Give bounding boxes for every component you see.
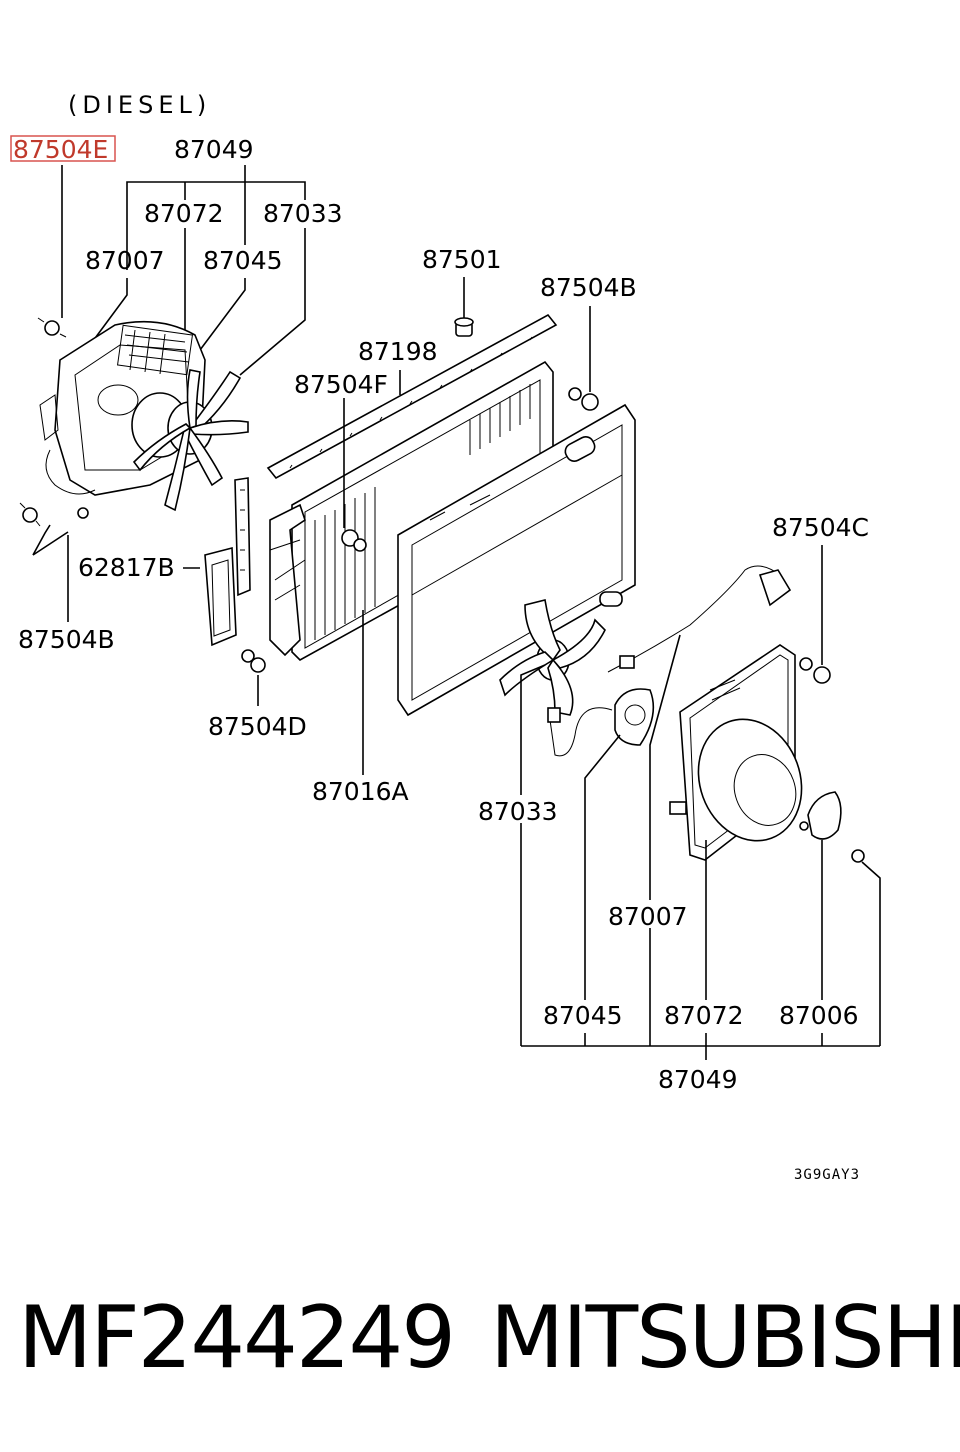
footer: MF244249 MITSUBISHI xyxy=(18,1288,960,1398)
callout-top-shroud[interactable]: 87072 xyxy=(144,199,224,228)
bolt-87504D-drawing xyxy=(241,649,266,673)
bottom-group-bracket xyxy=(521,1033,880,1060)
selected-part-frame xyxy=(10,135,116,162)
brand-name: MITSUBISHI xyxy=(490,1288,960,1388)
callout-lower-bolt[interactable]: 87504D xyxy=(208,712,307,741)
callout-selected-87504E[interactable]: 87504E xyxy=(13,135,108,164)
bracket-drawing xyxy=(204,477,251,647)
cap-drawing xyxy=(454,317,474,337)
leader-left-bolt-b xyxy=(32,531,69,556)
part-number: MF244249 xyxy=(18,1288,456,1388)
callout-bracket[interactable]: 62817B xyxy=(78,553,175,582)
callout-top-group[interactable]: 87049 xyxy=(174,135,254,164)
resistor-drawing xyxy=(799,791,865,863)
seal-drawing xyxy=(266,313,558,480)
lower-shroud-drawing xyxy=(669,644,803,861)
callout-condenser-bolt[interactable]: 87504F xyxy=(294,370,388,399)
callout-top-bolt-right[interactable]: 87504B xyxy=(540,273,637,302)
lower-leaders xyxy=(520,634,881,1046)
callout-right-bolt[interactable]: 87504C xyxy=(772,513,869,542)
radiator-drawing xyxy=(397,403,636,717)
leader-left-bolt-a xyxy=(32,524,51,556)
condenser-drawing xyxy=(269,360,554,661)
callout-top-motor[interactable]: 87045 xyxy=(203,246,283,275)
callout-motor-assy[interactable]: 87007 xyxy=(608,902,688,931)
callout-bottom-group[interactable]: 87049 xyxy=(658,1065,738,1094)
motor-drawing xyxy=(547,688,655,757)
callout-condenser[interactable]: 87016A xyxy=(312,777,409,806)
bolt-87504B-top-drawing xyxy=(568,387,599,411)
diesel-header: (DIESEL) xyxy=(68,91,211,119)
callout-cap[interactable]: 87501 xyxy=(422,245,502,274)
top-leaders xyxy=(89,228,306,376)
harness-drawing xyxy=(607,565,792,673)
callout-fan[interactable]: 87033 xyxy=(478,797,558,826)
top-group-bracket xyxy=(126,165,306,270)
diagram-code: 3G9GAY3 xyxy=(794,1167,860,1183)
callout-top-motor-assy[interactable]: 87007 xyxy=(85,246,165,275)
callout-top-fan[interactable]: 87033 xyxy=(263,199,343,228)
parts-diagram: (DIESEL) 87504E 87049 87072 87033 87007 … xyxy=(10,91,881,1183)
callout-shroud[interactable]: 87072 xyxy=(664,1001,744,1030)
callout-resistor[interactable]: 87006 xyxy=(779,1001,859,1030)
callout-motor[interactable]: 87045 xyxy=(543,1001,623,1030)
diesel-fan-shroud-drawing xyxy=(19,317,249,527)
bolt-87504F-drawing xyxy=(341,529,367,552)
callout-seal[interactable]: 87198 xyxy=(358,337,438,366)
bolt-87504C-drawing xyxy=(799,657,831,684)
callout-left-bolt-bottom[interactable]: 87504B xyxy=(18,625,115,654)
